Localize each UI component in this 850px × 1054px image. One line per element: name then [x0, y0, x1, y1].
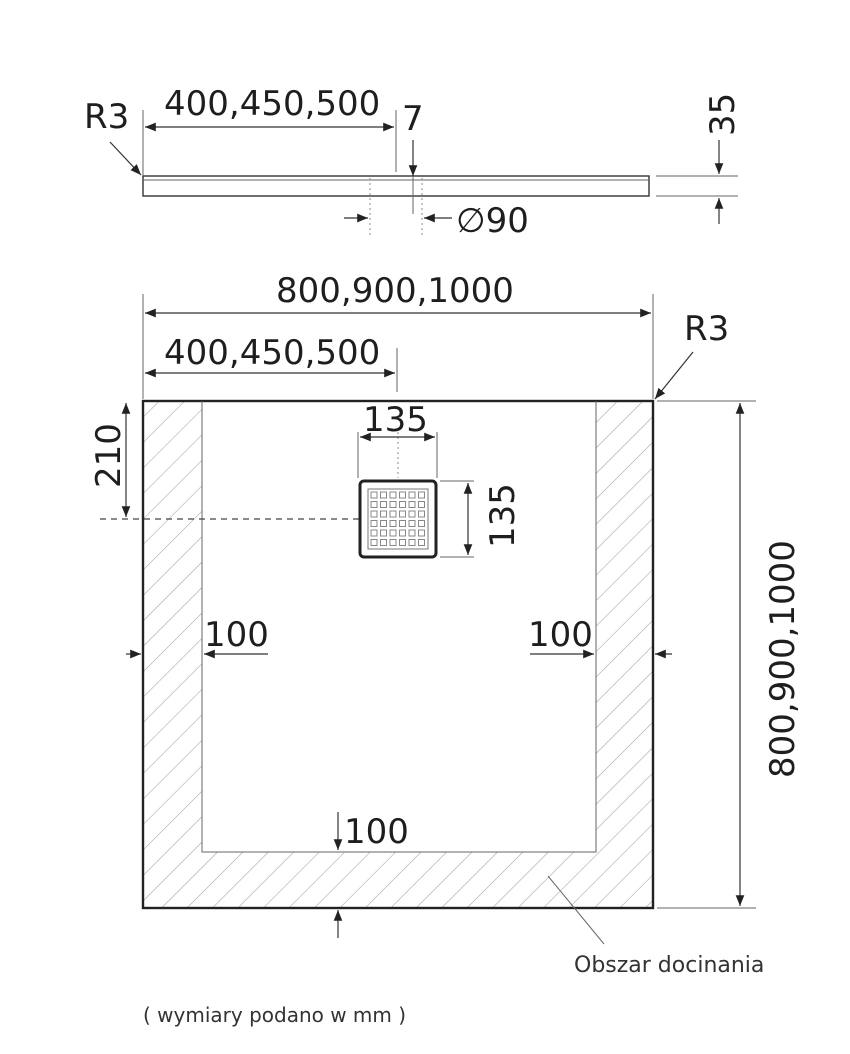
- grate-hole: [380, 520, 387, 527]
- grate-hole: [370, 520, 378, 527]
- grate-hole: [389, 491, 397, 499]
- top-half-width-label: 400,450,500: [164, 333, 380, 373]
- grate-hole: [418, 491, 425, 499]
- grate-hole: [418, 529, 425, 537]
- side-drain-diameter-label: ∅90: [456, 201, 529, 241]
- grate-hole: [370, 501, 378, 508]
- grate-hole: [380, 529, 387, 537]
- top-drain-offset-label: 210: [89, 423, 129, 488]
- grate-hole: [408, 510, 416, 518]
- grate-hole: [399, 539, 406, 546]
- grate-hole: [399, 501, 406, 508]
- grate-hole: [380, 501, 387, 508]
- grate-hole: [380, 539, 387, 546]
- side-thickness-label: 35: [703, 93, 743, 136]
- grate-hole: [380, 510, 387, 518]
- trim-area-label: Obszar docinania: [574, 953, 764, 978]
- grate-hole: [408, 491, 416, 499]
- grate-hole: [408, 539, 416, 546]
- drain-grate: [358, 479, 438, 559]
- grate-hole: [370, 539, 378, 546]
- grate-hole: [389, 501, 397, 508]
- grate-hole: [389, 529, 397, 537]
- top-view: 800,900,1000 400,450,500 R3 800,900,1000…: [89, 271, 803, 978]
- grate-hole: [389, 539, 397, 546]
- top-width-label: 800,900,1000: [276, 271, 514, 311]
- side-view: R3 400,450,500 7 ∅90 35: [84, 84, 743, 241]
- drain-height-label: 135: [483, 483, 523, 548]
- side-half-width-label: 400,450,500: [164, 84, 380, 124]
- trim-left-label: 100: [204, 615, 269, 655]
- grate-hole: [399, 510, 406, 518]
- grate-hole: [370, 529, 378, 537]
- trim-right-label: 100: [528, 615, 593, 655]
- trim-bottom-label: 100: [344, 812, 409, 852]
- grate-hole: [380, 491, 387, 499]
- grate-hole: [418, 520, 425, 527]
- tray-profile: [142, 175, 650, 197]
- grate-hole: [370, 491, 378, 499]
- grate-hole: [418, 539, 425, 546]
- grate-hole: [370, 510, 378, 518]
- grate-hole: [399, 529, 406, 537]
- trim-area-hatch: [143, 401, 653, 908]
- grate-hole: [418, 510, 425, 518]
- grate-hole: [389, 520, 397, 527]
- grate-hole: [389, 510, 397, 518]
- grate-hole: [399, 491, 406, 499]
- grate-hole: [418, 501, 425, 508]
- grate-hole: [408, 520, 416, 527]
- top-radius-label: R3: [684, 309, 729, 349]
- tray-outline: [141, 399, 655, 910]
- grate-hole: [399, 520, 406, 527]
- side-drain-offset-label: 7: [402, 99, 424, 139]
- grate-hole: [408, 501, 416, 508]
- units-footnote: ( wymiary podano w mm ): [143, 1003, 406, 1027]
- side-radius-label: R3: [84, 97, 129, 137]
- grate-hole: [408, 529, 416, 537]
- drain-width-label: 135: [363, 400, 428, 440]
- top-height-label: 800,900,1000: [763, 540, 803, 778]
